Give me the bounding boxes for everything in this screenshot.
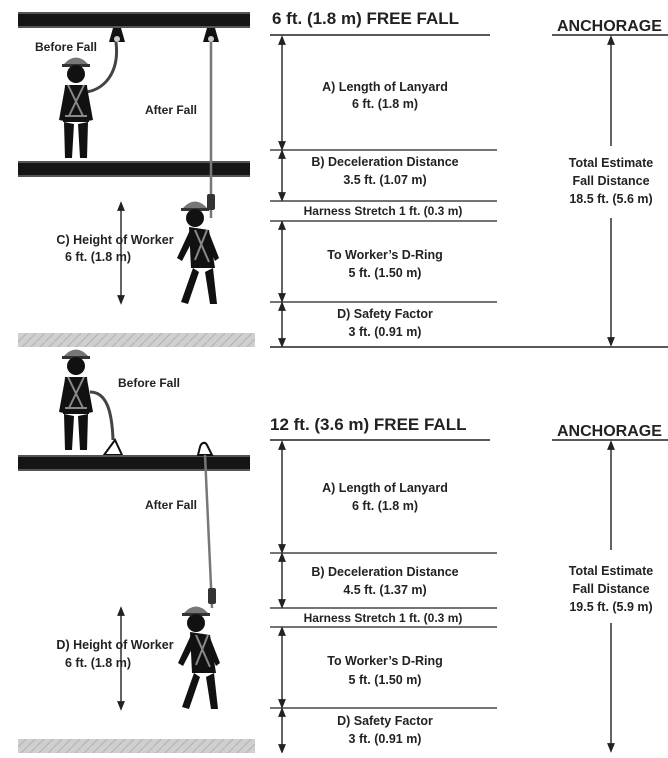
safety-factor-value: 3 ft. (0.91 m)	[349, 325, 422, 339]
work-surface-beam	[18, 161, 250, 177]
lanyard-length-label: A) Length of Lanyard	[322, 80, 448, 94]
height-of-worker-label: D) Height of Worker	[56, 638, 173, 652]
total-value: 18.5 ft. (5.6 m)	[569, 192, 652, 206]
lanyard-length-value: 6 ft. (1.8 m)	[352, 97, 418, 111]
before-fall-label: Before Fall	[118, 376, 180, 390]
safety-factor-label: D) Safety Factor	[337, 307, 433, 321]
deceleration-value: 3.5 ft. (1.07 m)	[343, 173, 426, 187]
lanyard	[85, 41, 119, 94]
worker-after-fall-icon	[177, 605, 221, 710]
fall-distance-label: Fall Distance	[572, 582, 649, 596]
worker-after-fall-icon	[176, 200, 220, 305]
work-surface-beam	[18, 455, 250, 471]
d-ring-value: 5 ft. (1.50 m)	[349, 673, 422, 687]
deceleration-label: B) Deceleration Distance	[311, 155, 458, 169]
anchor-point-icon	[109, 28, 125, 42]
height-of-worker-value: 6 ft. (1.8 m)	[65, 656, 131, 670]
safety-factor-value: 3 ft. (0.91 m)	[349, 732, 422, 746]
panel-1: 6 ft. (1.8 m) FREE FALL ANCHORAGE Before…	[18, 9, 668, 348]
worker-before-fall-icon	[58, 348, 94, 451]
anchor-point-icon	[102, 438, 124, 456]
anchor-point-icon	[196, 441, 214, 456]
height-of-worker-label: C) Height of Worker	[56, 233, 173, 247]
safety-factor-label: D) Safety Factor	[337, 714, 433, 728]
total-value: 19.5 ft. (5.9 m)	[569, 600, 652, 614]
harness-stretch-label: Harness Stretch 1 ft. (0.3 m)	[304, 611, 463, 625]
lanyard	[89, 390, 115, 441]
worker-before-fall-icon	[58, 56, 94, 159]
lanyard	[203, 454, 214, 609]
after-fall-label: After Fall	[145, 498, 197, 512]
panel-title: 6 ft. (1.8 m) FREE FALL	[272, 9, 459, 28]
anchor-point-icon	[203, 28, 219, 42]
lanyard-length-value: 6 ft. (1.8 m)	[352, 499, 418, 513]
shock-absorber	[208, 588, 216, 604]
ground	[18, 739, 255, 753]
before-fall-label: Before Fall	[35, 40, 97, 54]
panel-2: 12 ft. (3.6 m) FREE FALL ANCHORAGE Befor…	[18, 348, 668, 754]
anchorage-label: ANCHORAGE	[557, 423, 662, 440]
fall-distance-label: Fall Distance	[572, 174, 649, 188]
anchorage-beam	[18, 12, 250, 28]
total-estimate-label: Total Estimate	[569, 564, 654, 578]
d-ring-label: To Worker’s D-Ring	[327, 654, 443, 668]
d-ring-label: To Worker’s D-Ring	[327, 248, 443, 262]
lanyard-length-label: A) Length of Lanyard	[322, 481, 448, 495]
deceleration-label: B) Deceleration Distance	[311, 565, 458, 579]
after-fall-label: After Fall	[145, 103, 197, 117]
d-ring-value: 5 ft. (1.50 m)	[349, 266, 422, 280]
total-estimate-label: Total Estimate	[569, 156, 654, 170]
shock-absorber	[207, 194, 215, 210]
ground	[18, 333, 255, 347]
harness-stretch-label: Harness Stretch 1 ft. (0.3 m)	[304, 204, 463, 218]
deceleration-value: 4.5 ft. (1.37 m)	[343, 583, 426, 597]
panel-title: 12 ft. (3.6 m) FREE FALL	[270, 415, 466, 434]
anchorage-label: ANCHORAGE	[557, 18, 662, 35]
height-of-worker-value: 6 ft. (1.8 m)	[65, 250, 131, 264]
